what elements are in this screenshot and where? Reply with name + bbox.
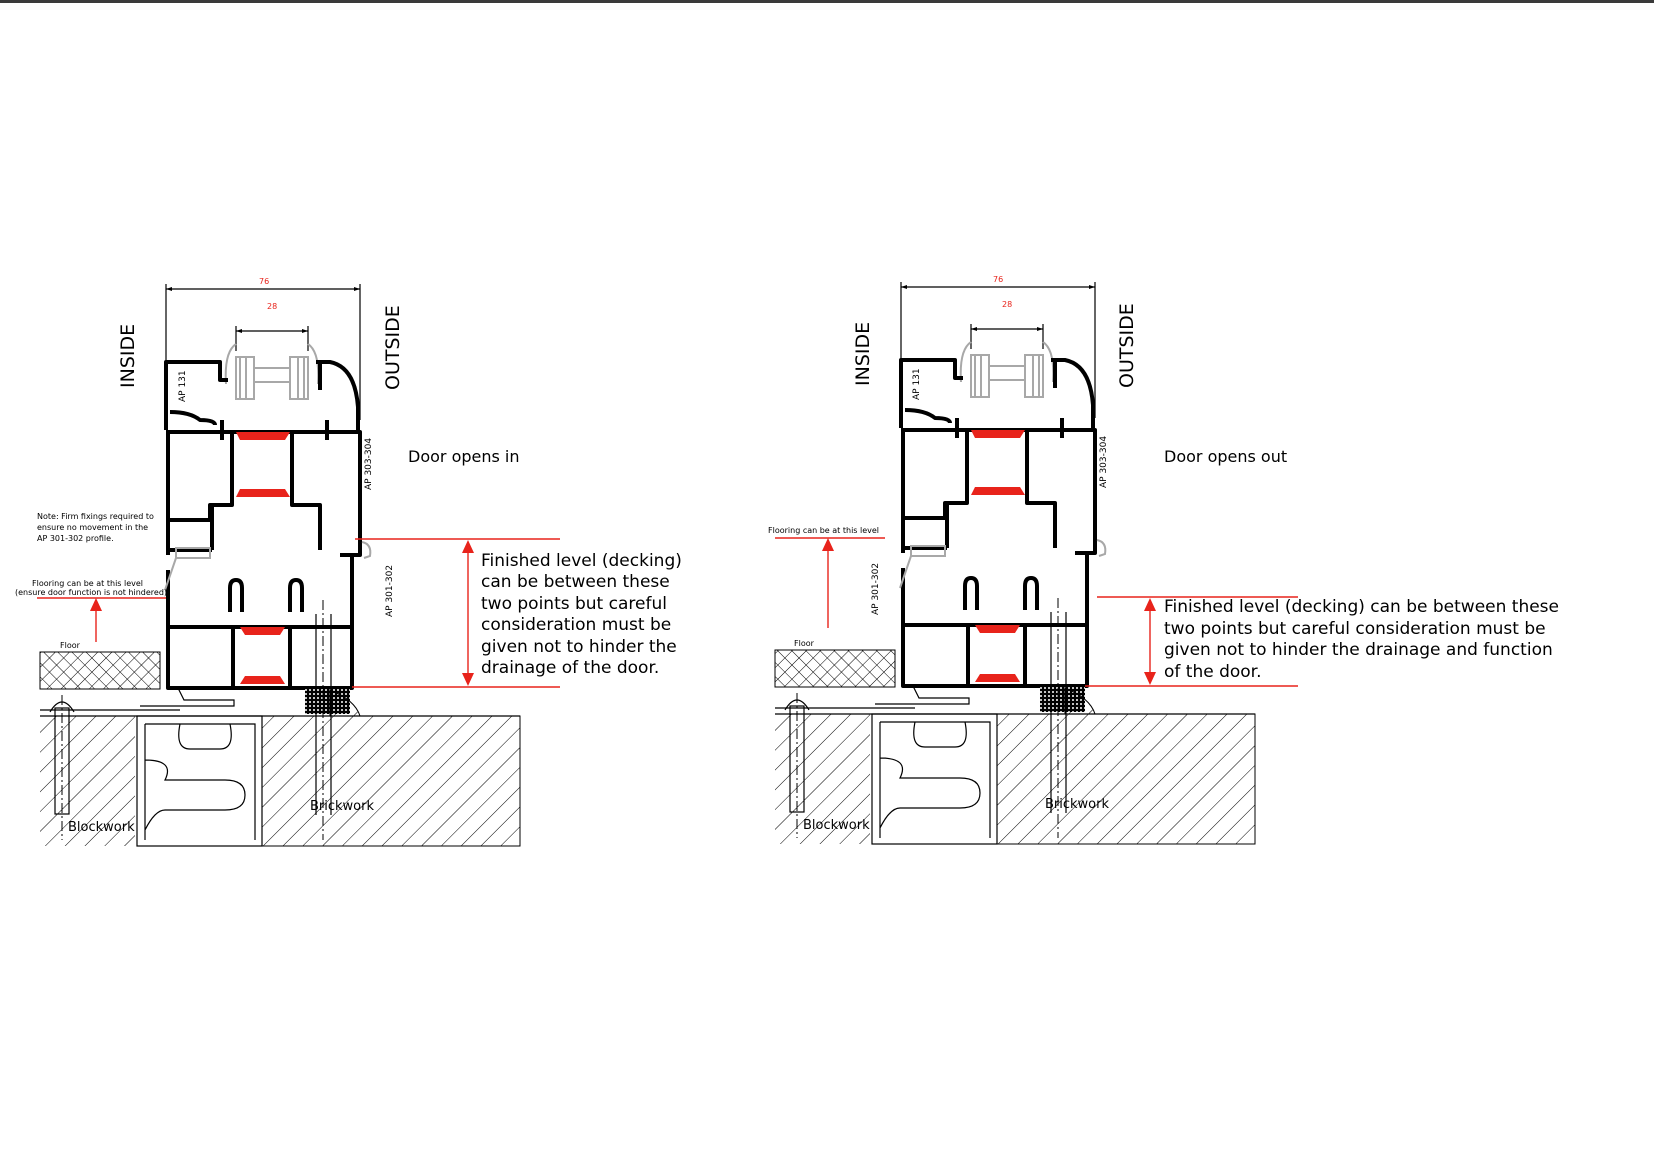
sash-profile-label: AP 131 xyxy=(178,370,188,402)
brickwork-label: Brickwork xyxy=(1045,797,1109,812)
note-line: Note: Firm fixings required to xyxy=(37,512,154,521)
finished-level-text: given not to hinder the drainage and fun… xyxy=(1164,640,1553,660)
flooring-label: Flooring can be at this level xyxy=(32,579,143,588)
door-opens-in-title: Door opens in xyxy=(408,447,520,466)
dimension-28: 28 xyxy=(1002,300,1012,309)
frame-profile-label: AP 303-304 xyxy=(1099,436,1109,488)
brickwork-label: Brickwork xyxy=(310,799,374,814)
left-detail-opens-in: 76 28 INSIDE OUTSIDE AP 131 AP 303-304 A… xyxy=(15,277,682,848)
window-top-border xyxy=(0,0,1654,3)
finished-level-text: drainage of the door. xyxy=(481,658,659,678)
right-profile-section xyxy=(773,280,1257,846)
finished-level-text: two points but careful consideration mus… xyxy=(1164,619,1546,639)
flooring-label: (ensure door function is not hindered) xyxy=(15,588,167,597)
floor-label: Floor xyxy=(60,641,81,650)
finished-level-text: of the door. xyxy=(1164,662,1262,682)
finished-level-text: two points but careful xyxy=(481,594,667,614)
inside-label: INSIDE xyxy=(117,324,139,388)
cill-profile-label: AP 301-302 xyxy=(871,563,881,615)
floor-hatch xyxy=(39,651,161,690)
dimension-76: 76 xyxy=(259,277,269,286)
blockwork-label: Blockwork xyxy=(68,820,135,835)
sash-profile-label: AP 131 xyxy=(912,368,922,400)
finished-level-text: Finished level (decking) can be between … xyxy=(1164,597,1559,617)
dimension-28: 28 xyxy=(267,302,277,311)
inside-label: INSIDE xyxy=(852,322,874,386)
blockwork-label: Blockwork xyxy=(803,818,870,833)
finished-level-text: Finished level (decking) xyxy=(481,551,682,571)
cill-profile-label: AP 301-302 xyxy=(385,565,395,617)
outside-label: OUTSIDE xyxy=(1116,303,1138,388)
finished-level-text: given not to hinder the xyxy=(481,637,677,657)
door-opens-out-title: Door opens out xyxy=(1164,447,1287,466)
right-detail-opens-out: 76 28 INSIDE OUTSIDE AP 131 AP 303-304 A… xyxy=(768,275,1559,846)
dimension-76: 76 xyxy=(993,275,1003,284)
left-profile-section xyxy=(38,282,522,848)
finished-level-text: consideration must be xyxy=(481,615,671,635)
note-line: ensure no movement in the xyxy=(37,523,148,532)
frame-profile-label: AP 303-304 xyxy=(364,438,374,490)
finished-level-text: can be between these xyxy=(481,572,670,592)
flooring-label: Flooring can be at this level xyxy=(768,526,879,535)
note-line: AP 301-302 profile. xyxy=(37,534,114,543)
floor-label: Floor xyxy=(794,639,815,648)
floor-hatch xyxy=(774,649,896,688)
outside-label: OUTSIDE xyxy=(382,305,404,390)
